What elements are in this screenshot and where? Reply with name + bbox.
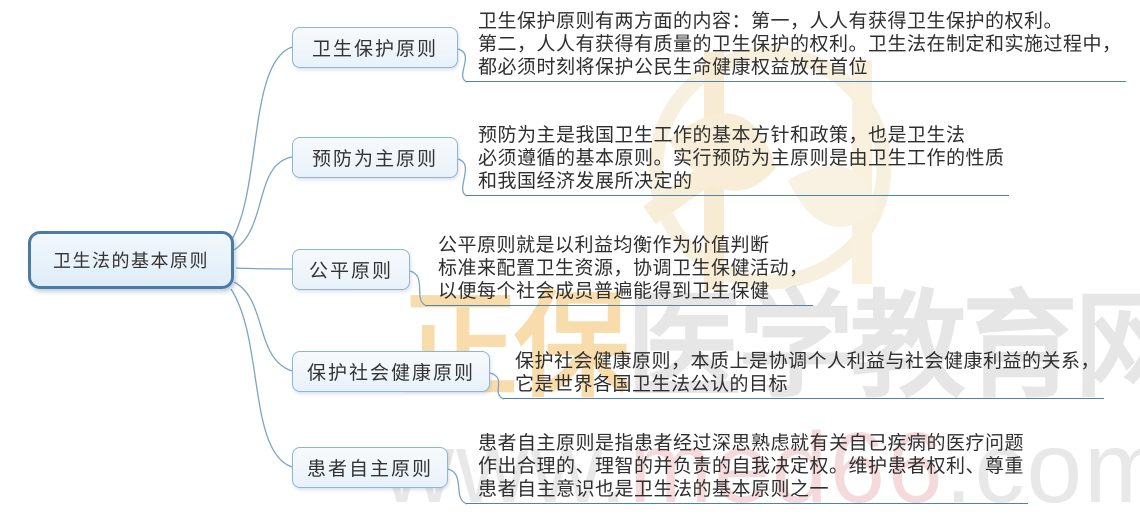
topic-protect-social-health: 保护社会健康原则: [292, 351, 490, 392]
connector-root-to-topic2: [233, 156, 293, 251]
topic-health-protection: 卫生保护原则: [292, 27, 458, 68]
desc-line: 第二，人人有获得有质量的卫生保护的权利。卫生法在制定和实施过程中，: [478, 34, 1122, 55]
desc-line: 都必须时刻将保护公民生命健康权益放在首位: [478, 57, 869, 78]
connector-root-to-topic5: [230, 288, 293, 468]
desc-line: 患者自主意识也是卫生法的基本原则之一: [478, 479, 830, 500]
brand-text-gray: 医学教育网: [626, 281, 1140, 411]
root-topic: 卫生法的基本原则: [28, 231, 234, 289]
connector-root-to-topic1: [230, 46, 293, 242]
desc-protect-social-health: 保护社会健康原则，本质上是协调个人利益与社会健康利益的关系， 它是世界各国卫生法…: [503, 350, 1105, 399]
desc-line: 标准来配置卫生资源，协调卫生保健活动，: [438, 258, 809, 279]
desc-line: 公平原则就是以利益均衡作为价值判断: [438, 235, 770, 256]
connector-root-to-topic4: [233, 281, 293, 372]
topic-label: 卫生保护原则: [311, 39, 438, 60]
desc-line: 预防为主是我国卫生工作的基本方针和政策，也是卫生法: [478, 125, 966, 146]
connector-topic4-to-desc: [489, 372, 505, 400]
desc-fairness: 公平原则就是以利益均衡作为价值判断 标准来配置卫生资源，协调卫生保健活动， 以便…: [426, 234, 813, 306]
topic-fairness: 公平原则: [292, 249, 410, 290]
desc-line: 以便每个社会成员普遍能得到卫生保健: [438, 281, 770, 302]
desc-line: 和我国经济发展所决定的: [478, 171, 693, 192]
brand-logo-watermark-icon: [598, 20, 942, 315]
topic-label: 保护社会健康原则: [306, 363, 475, 384]
desc-line: 作出合理的、理智的并负责的自我决定权。维护患者权利、尊重: [478, 456, 1025, 477]
topic-patient-autonomy: 患者自主原则: [292, 447, 448, 488]
connector-topic5-to-desc: [447, 468, 468, 505]
desc-line: 患者自主原则是指患者经过深思熟虑就有关自己疾病的医疗问题: [478, 433, 1025, 454]
topic-label: 预防为主原则: [311, 149, 438, 170]
root-topic-label: 卫生法的基本原则: [53, 251, 209, 271]
desc-line: 保护社会健康原则，本质上是协调个人利益与社会健康利益的关系，: [515, 351, 1101, 372]
desc-patient-autonomy: 患者自主原则是指患者经过深思熟虑就有关自己疾病的医疗问题 作出合理的、理智的并负…: [466, 432, 1029, 504]
desc-line: 它是世界各国卫生法公认的目标: [515, 374, 789, 395]
connector-topic2-to-desc: [457, 158, 468, 197]
url-suffix: .com: [944, 412, 1140, 518]
connector-topic1-to-desc: [457, 48, 468, 83]
desc-line: 卫生保护原则有两方面的内容：第一，人人有获得卫生保护的权利。: [478, 11, 1064, 32]
connector-root-to-topic3: [235, 267, 293, 270]
topic-prevention-first: 预防为主原则: [292, 137, 458, 178]
url-mid: med66: [628, 412, 945, 518]
topic-label: 患者自主原则: [306, 459, 433, 480]
topic-label: 公平原则: [308, 261, 393, 282]
url-watermark: www.med66.com: [382, 418, 1140, 518]
connector-topic3-to-desc: [409, 270, 428, 307]
desc-line: 必须遵循的基本原则。实行预防为主原则是由卫生工作的性质: [478, 148, 1005, 169]
desc-prevention-first: 预防为主是我国卫生工作的基本方针和政策，也是卫生法 必须遵循的基本原则。实行预防…: [466, 124, 1009, 196]
desc-health-protection: 卫生保护原则有两方面的内容：第一，人人有获得卫生保护的权利。 第二，人人有获得有…: [466, 10, 1126, 82]
